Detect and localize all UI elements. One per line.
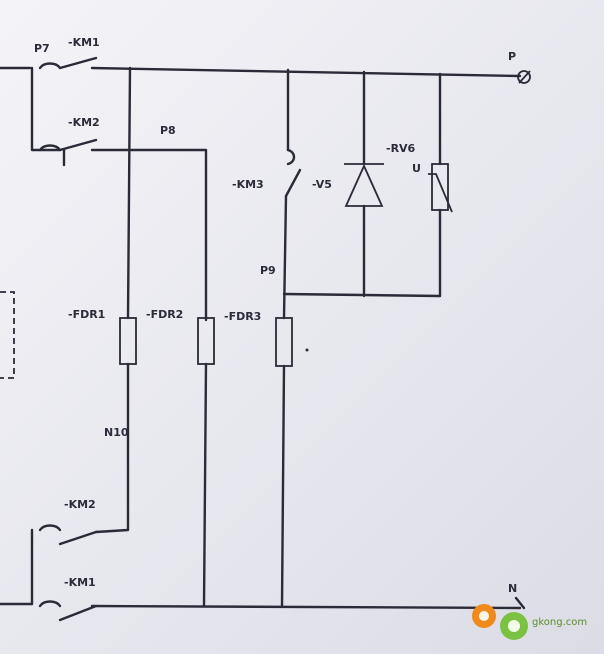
fdr2-wire-bottom: [202, 362, 208, 608]
label-km1-bottom: -KM1: [64, 576, 96, 589]
watermark: gkong.com: [472, 604, 587, 640]
terminal-p-slash: [518, 70, 531, 84]
left-dashed-component: [0, 291, 15, 379]
watermark-gear-orange-icon: [472, 604, 496, 628]
label-rv6: -RV6: [386, 142, 416, 155]
label-n10: N10: [104, 426, 129, 439]
watermark-gear-green-icon: [500, 612, 528, 640]
label-fdr1: -FDR1: [68, 308, 105, 321]
label-u: U: [412, 162, 421, 175]
p8-line: [90, 148, 208, 322]
rv6-varistor: [431, 163, 449, 211]
label-km3: -KM3: [232, 178, 264, 191]
label-p9: P9: [260, 264, 276, 277]
bus-n-line: [0, 602, 522, 610]
v5-diode: [344, 163, 384, 207]
label-v5: -V5: [312, 178, 332, 191]
watermark-text: gkong.com: [532, 617, 587, 628]
label-km2-top: -KM2: [68, 116, 100, 129]
label-n: N: [508, 582, 517, 595]
p9-line: [282, 292, 442, 298]
label-p7: P7: [34, 42, 50, 55]
km2-bottom-contact: [38, 524, 98, 546]
km1-bottom-contact: [38, 600, 98, 622]
fdr1-wire-bottom: [94, 362, 130, 534]
terminal-p: [517, 70, 531, 84]
label-fdr2: -FDR2: [146, 308, 183, 321]
fdr1-resistor: [119, 317, 137, 365]
left-riser-top: [30, 66, 62, 152]
label-km1-top: -KM1: [68, 36, 100, 49]
fdr2-resistor: [197, 317, 215, 365]
label-p8: P8: [160, 124, 176, 137]
fdr3-resistor: [275, 317, 293, 367]
km2-top-contact: [38, 138, 98, 152]
km1-top-contact: [38, 56, 98, 70]
km3-wire-bottom: [282, 194, 288, 320]
fdr1-wire-top: [126, 66, 132, 320]
terminal-n-stub: [514, 596, 526, 610]
fdr3-wire-bottom: [280, 364, 286, 608]
label-fdr3: -FDR3: [224, 310, 261, 323]
label-km2-bottom: -KM2: [64, 498, 96, 511]
label-p: P: [508, 50, 516, 63]
km3-contact: [284, 148, 302, 198]
stray-dot: [305, 348, 309, 352]
rv6-varistor-slash: [428, 173, 453, 213]
bus-p-line: [0, 66, 522, 78]
